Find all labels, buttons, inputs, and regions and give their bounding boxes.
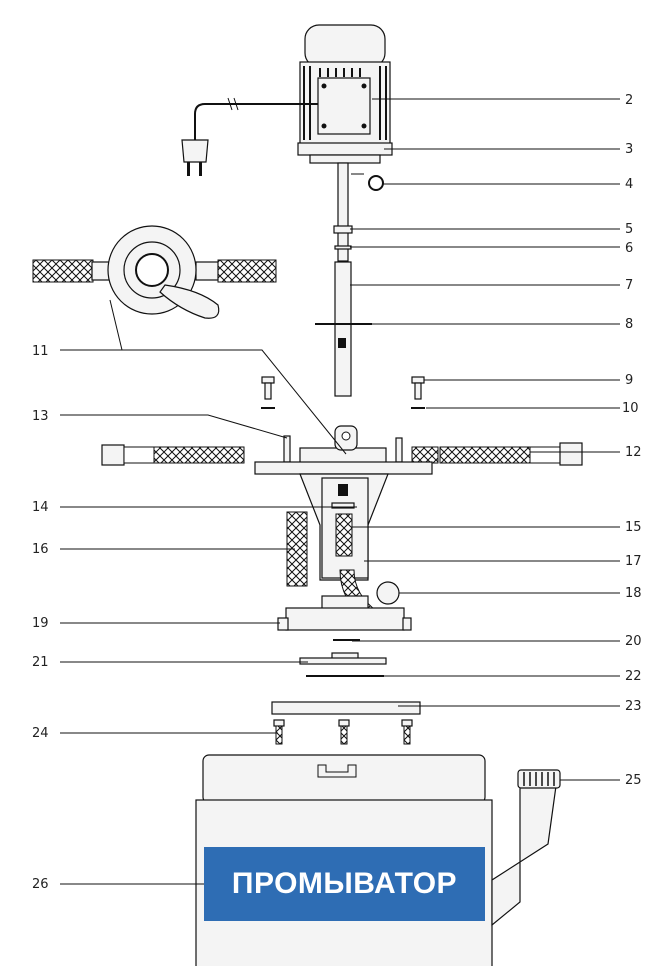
product-name-banner: ПРОМЫВАТОР — [204, 847, 485, 921]
callout-label: 7 — [625, 278, 633, 293]
power-cord — [181, 97, 318, 176]
callout-label: 6 — [625, 241, 633, 256]
callout-label: 16 — [32, 542, 49, 557]
pump-top-view — [32, 225, 277, 319]
callout-label: 13 — [32, 409, 49, 424]
banner-text: ПРОМЫВАТОР — [231, 867, 458, 900]
callout-labels: 2 3 4 5 6 7 8 9 10 11 12 13 14 15 16 17 … — [32, 93, 642, 892]
callout-label: 20 — [625, 634, 642, 649]
bolts — [261, 376, 425, 409]
callout-label: 4 — [625, 177, 633, 192]
callout-label: 3 — [625, 142, 633, 157]
callout-label: 8 — [625, 317, 633, 332]
callout-label: 25 — [625, 773, 642, 788]
callout-label: 12 — [625, 445, 642, 460]
callout-label: 10 — [622, 401, 639, 416]
plates — [271, 639, 421, 715]
callout-label: 17 — [625, 554, 642, 569]
callout-label: 19 — [32, 616, 49, 631]
callout-label: 26 — [32, 877, 49, 892]
callout-label: 22 — [625, 669, 642, 684]
callout-label: 2 — [625, 93, 633, 108]
shaft-assembly — [315, 162, 384, 397]
callout-label: 18 — [625, 586, 642, 601]
leader-lines — [60, 98, 620, 885]
callout-label: 9 — [625, 373, 633, 388]
callout-label: 15 — [625, 520, 642, 535]
callout-label: 14 — [32, 500, 49, 515]
callout-label: 5 — [625, 222, 633, 237]
bolts-24 — [273, 719, 413, 745]
pump-body — [277, 473, 412, 631]
pump-head — [101, 425, 583, 475]
callout-label: 21 — [32, 655, 49, 670]
callout-label: 11 — [32, 344, 49, 359]
motor — [297, 24, 393, 164]
callout-label: 23 — [625, 699, 642, 714]
callout-label: 24 — [32, 726, 49, 741]
